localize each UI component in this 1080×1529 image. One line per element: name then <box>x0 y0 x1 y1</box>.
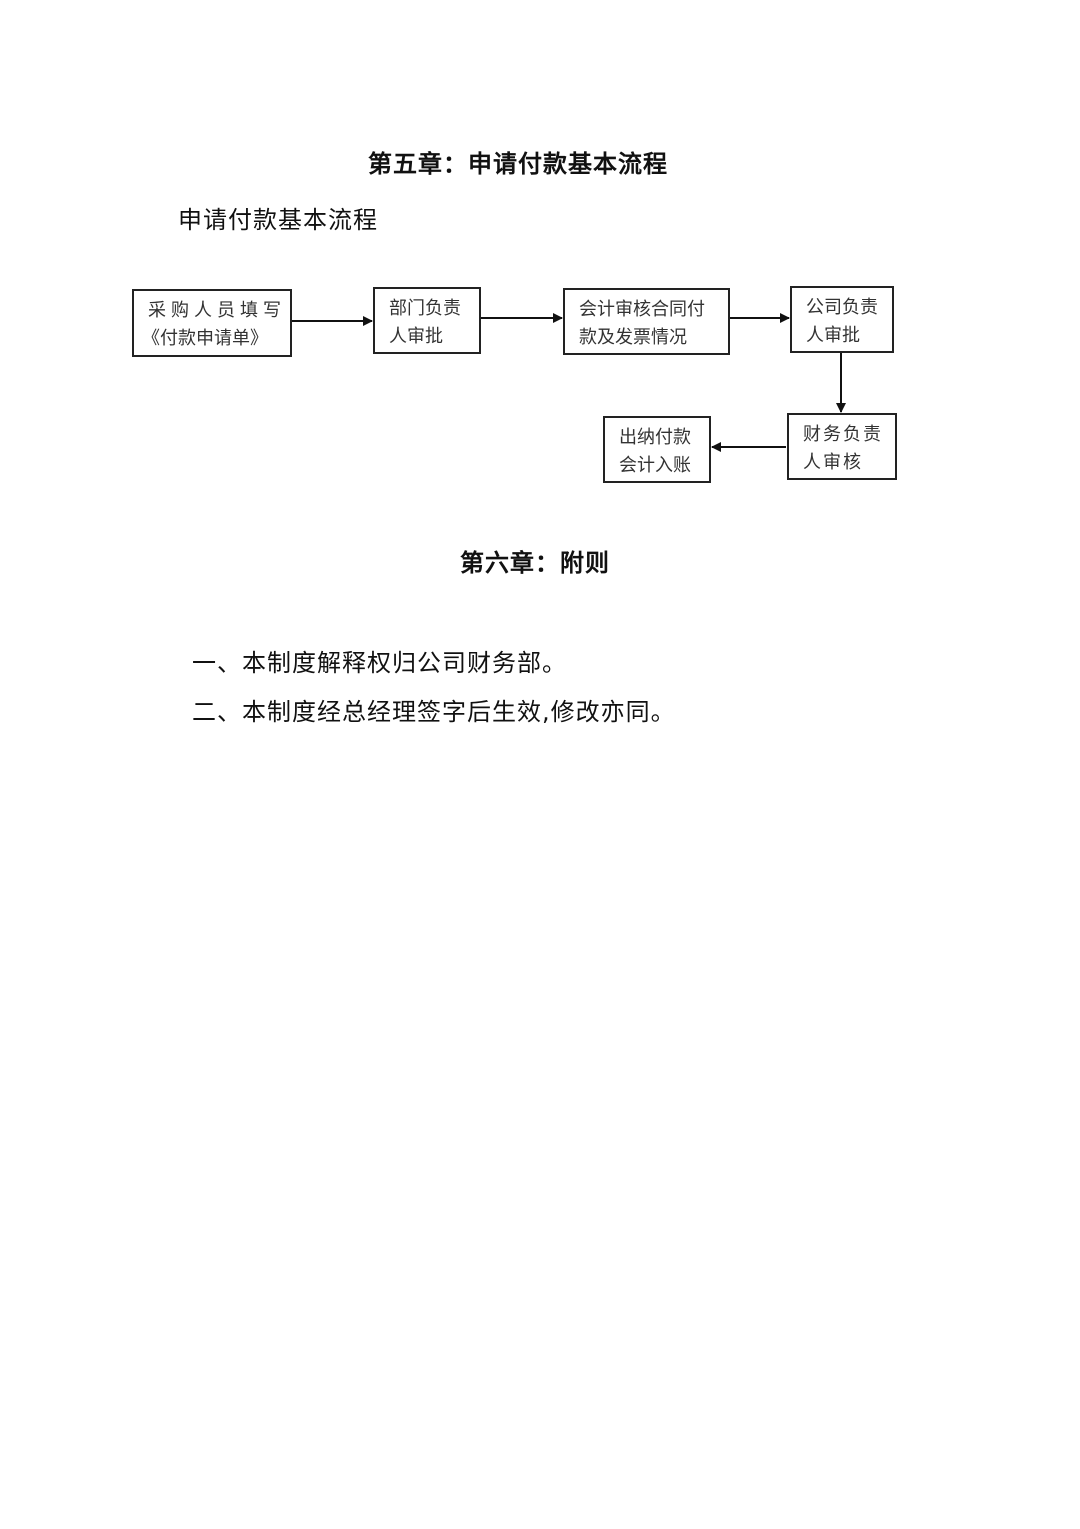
node-line: 人审批 <box>389 326 443 347</box>
node-line: 《付款申请单》 <box>142 328 268 349</box>
node-line: 款及发票情况 <box>579 327 687 348</box>
flowchart-subtitle: 申请付款基本流程 <box>178 206 378 234</box>
flow-node-accounting-review: 会计审核合同付 款及发票情况 <box>563 288 730 355</box>
flow-node-company-head-approval: 公司负责 人审批 <box>790 286 894 353</box>
chapter-5-title: 第五章：申请付款基本流程 <box>368 150 668 178</box>
flow-node-finance-head-review: 财务负责 人审核 <box>787 413 897 480</box>
appendix-item-1: 一、本制度解释权归公司财务部。 <box>192 649 567 677</box>
node-line: 人审核 <box>803 452 863 473</box>
node-line: 采购人员填写 <box>148 300 286 321</box>
appendix-item-2: 二、本制度经总经理签字后生效,修改亦同。 <box>192 698 676 726</box>
chapter-6-title: 第六章：附则 <box>460 549 610 577</box>
node-line: 会计审核合同付 <box>579 299 705 320</box>
node-line: 财务负责 <box>803 424 883 445</box>
node-line: 人审批 <box>806 325 860 346</box>
flow-node-cashier-payment: 出纳付款 会计入账 <box>603 416 711 483</box>
node-line: 公司负责 <box>806 297 878 318</box>
node-line: 部门负责 <box>389 298 461 319</box>
node-line: 会计入账 <box>619 455 691 476</box>
flow-node-fill-payment-form: 采购人员填写 《付款申请单》 <box>132 289 292 357</box>
flow-node-dept-head-approval: 部门负责 人审批 <box>373 287 481 354</box>
node-line: 出纳付款 <box>619 427 691 448</box>
